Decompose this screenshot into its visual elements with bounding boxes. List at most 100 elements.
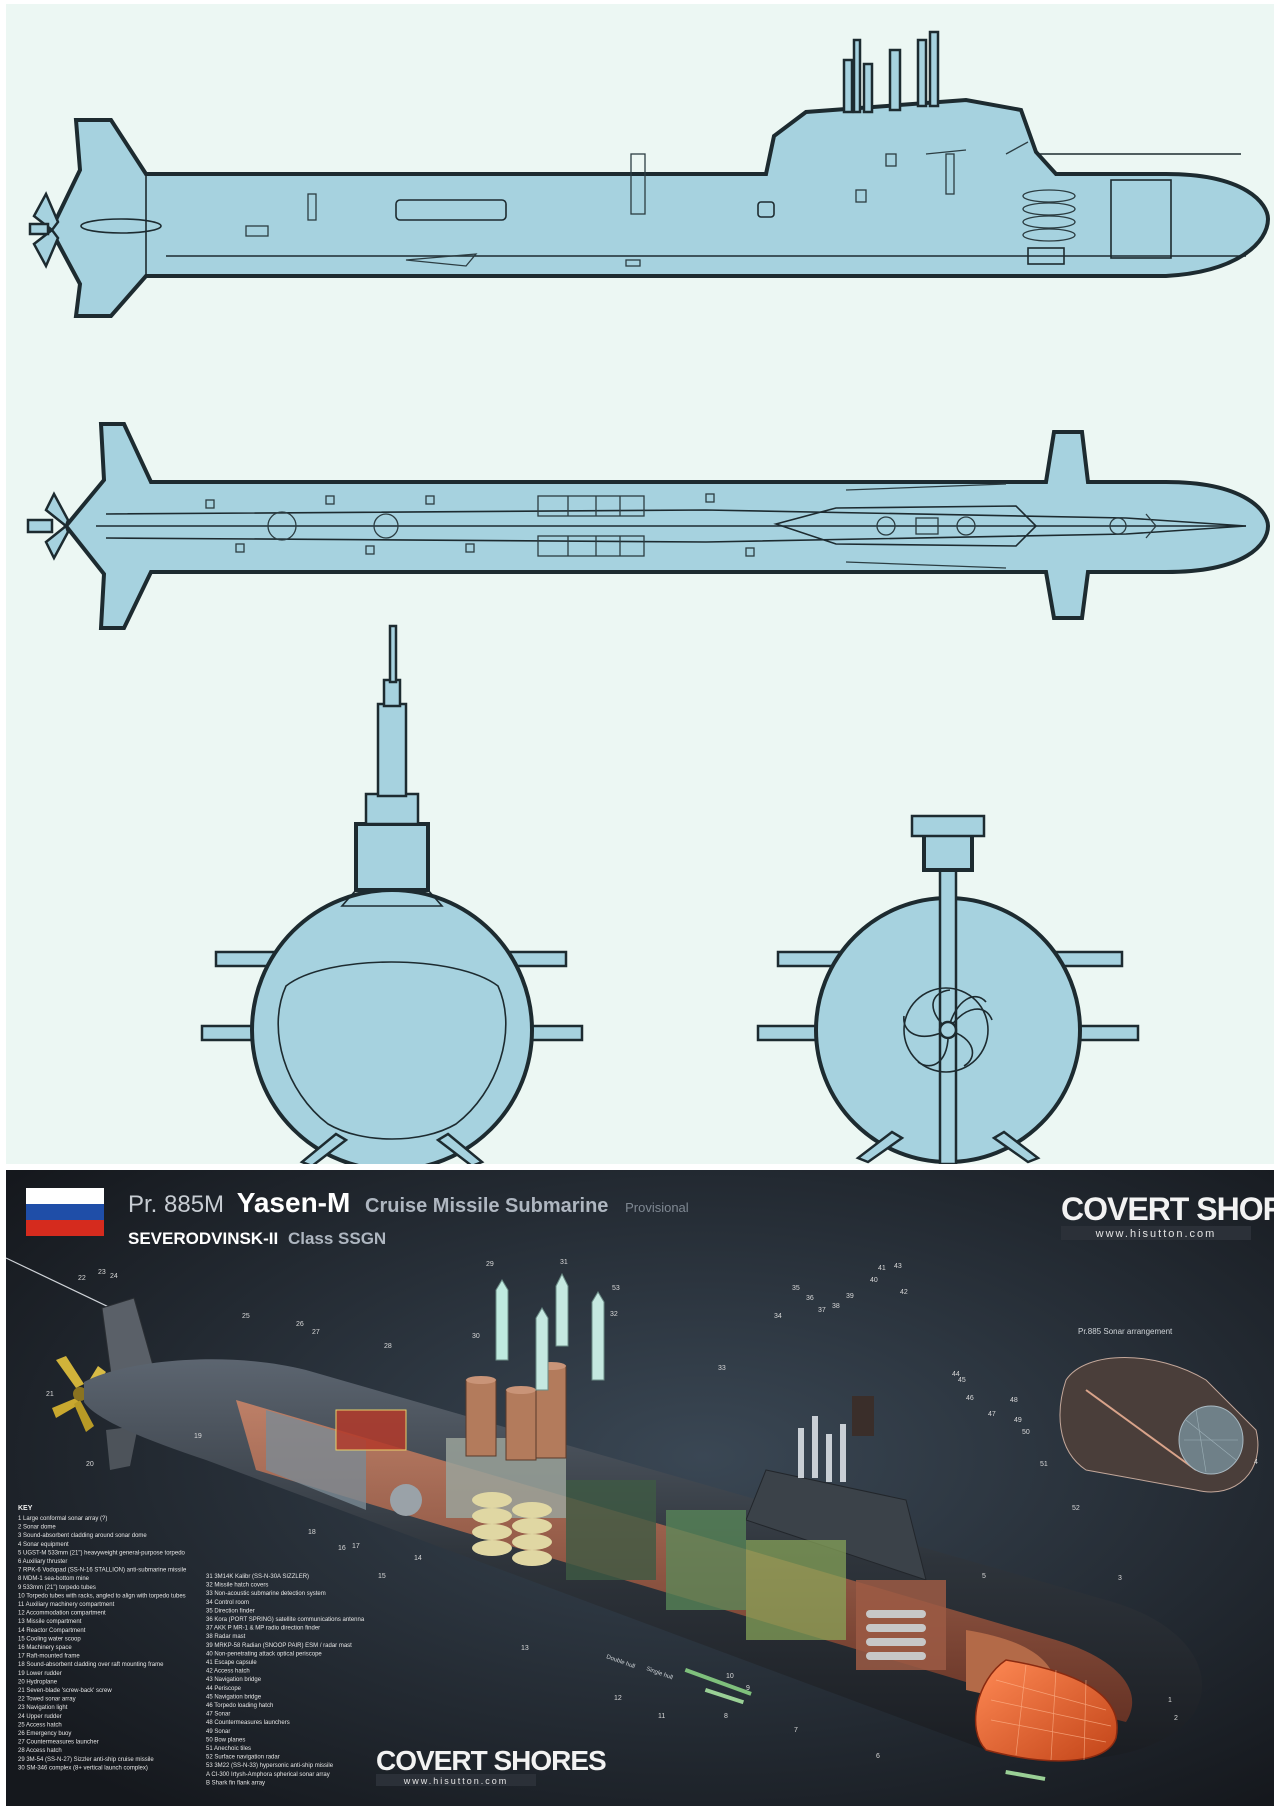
callout-number: 32 bbox=[610, 1311, 618, 1318]
key-column-2: 31 3M14K Kalibr (SS-N-30A SIZZLER) 32 Mis… bbox=[206, 1574, 365, 1786]
callout-number: 19 bbox=[194, 1433, 202, 1440]
callout-number: 43 bbox=[894, 1263, 902, 1270]
key-entry: 43 Navigation bridge bbox=[206, 1677, 262, 1683]
cutaway-submarine bbox=[52, 1297, 1202, 1762]
brand-url-top: www.hisutton.com bbox=[1095, 1228, 1217, 1240]
brand-name-top: COVERT SHORES bbox=[1061, 1191, 1274, 1227]
key-entry: 18 Sound-absorbent cladding over raft mo… bbox=[18, 1662, 164, 1668]
callout-number: 33 bbox=[718, 1365, 726, 1372]
flag-stripe-blue bbox=[26, 1204, 104, 1220]
key-entry: 53 3M22 (SS-N-33) hypersonic anti-ship m… bbox=[206, 1763, 334, 1769]
key-entry: B Shark fin flank array bbox=[206, 1780, 265, 1786]
flag-stripe-red bbox=[26, 1220, 104, 1236]
key-entry: 37 AKK P MR-1 & MP radio direction finde… bbox=[206, 1626, 320, 1632]
key-entry: 33 Non-acoustic submarine detection syst… bbox=[206, 1591, 326, 1597]
inset-caption: Pr.885 Sonar arrangement bbox=[1078, 1327, 1173, 1336]
key-entry: 52 Surface navigation radar bbox=[206, 1755, 280, 1761]
bow-on-view bbox=[200, 624, 584, 1164]
callout-number: 9 bbox=[746, 1685, 750, 1692]
callout-number: 23 bbox=[98, 1269, 106, 1276]
callout-number: 47 bbox=[988, 1411, 996, 1418]
key-entry: 31 3M14K Kalibr (SS-N-30A SIZZLER) bbox=[206, 1574, 309, 1580]
callout-number: 28 bbox=[384, 1343, 392, 1350]
key-entry: 30 SM-346 complex (8+ vertical launch co… bbox=[18, 1765, 148, 1771]
callout-number: 13 bbox=[521, 1645, 529, 1652]
key-entry: 15 Cooling water scoop bbox=[18, 1636, 81, 1642]
callout-number: 38 bbox=[832, 1303, 840, 1310]
sail-masts bbox=[842, 30, 940, 114]
flag-stripe-white bbox=[26, 1188, 104, 1204]
title-block: Pr. 885M Yasen-M Cruise Missile Submarin… bbox=[26, 1187, 689, 1248]
key-entry: 14 Reactor Compartment bbox=[18, 1628, 86, 1634]
side-profile-view bbox=[28, 30, 1271, 318]
project-number: Pr. 885M bbox=[128, 1191, 224, 1218]
class-name: SEVERODVINSK-II bbox=[128, 1229, 278, 1248]
callout-number: 14 bbox=[414, 1555, 422, 1562]
key-entry: 5 UGST-M 533mm (21") heavyweight general… bbox=[18, 1550, 186, 1556]
key-entry: 8 MDM-1 sea-bottom mine bbox=[18, 1576, 90, 1582]
callout-number: 3 bbox=[1118, 1575, 1122, 1582]
cutaway-illustration: Pr. 885M Yasen-M Cruise Missile Submarin… bbox=[6, 1170, 1274, 1806]
key-entry: 11 Auxiliary machinery compartment bbox=[18, 1602, 115, 1608]
callout-number: 15 bbox=[378, 1573, 386, 1580]
key-entry: 45 Navigation bridge bbox=[206, 1694, 262, 1700]
key-column-1: 1 Large conformal sonar array (?) 2 Sonar… bbox=[18, 1516, 187, 1771]
callout-number: 17 bbox=[352, 1543, 360, 1550]
key-entry: 2 Sonar dome bbox=[18, 1525, 56, 1531]
key-entry: 42 Access hatch bbox=[206, 1669, 250, 1675]
key-entry: 17 Raft-mounted frame bbox=[18, 1654, 80, 1660]
propeller-plan bbox=[26, 491, 70, 561]
torpedoes bbox=[684, 1668, 1046, 1781]
key-entry: 10 Torpedo tubes with racks, angled to a… bbox=[18, 1593, 186, 1599]
key-entry: 47 Sonar bbox=[206, 1712, 230, 1718]
callout-number: 53 bbox=[612, 1285, 620, 1292]
key-entry: 4 Sonar equipment bbox=[18, 1542, 69, 1548]
callout-number: 50 bbox=[1022, 1429, 1030, 1436]
callout-number: 2 bbox=[1174, 1715, 1178, 1722]
submarine-name: Yasen-M bbox=[237, 1187, 351, 1218]
key-entry: 29 3M-54 (SS-N-27) Sizzler anti-ship cru… bbox=[18, 1757, 154, 1763]
callout-number: 46 bbox=[966, 1395, 974, 1402]
key-title: KEY bbox=[18, 1505, 33, 1512]
callout-number: 48 bbox=[1010, 1397, 1018, 1404]
submarine-type: Cruise Missile Submarine bbox=[365, 1195, 608, 1217]
callout-number: 18 bbox=[308, 1529, 316, 1536]
class-suffix: Class SSGN bbox=[288, 1229, 386, 1248]
callout-number: 11 bbox=[658, 1713, 665, 1720]
key-entry: 46 Torpedo loading hatch bbox=[206, 1703, 273, 1709]
callout-number: 20 bbox=[86, 1461, 94, 1468]
callout-number: 1 bbox=[1168, 1697, 1172, 1704]
key-entry: 35 Direction finder bbox=[206, 1608, 255, 1614]
key-entry: 21 Seven-blade 'screw-back' screw bbox=[18, 1688, 112, 1694]
key-entry: 3 Sound-absorbent cladding around sonar … bbox=[18, 1533, 147, 1539]
key-entry: 36 Kora (PORT SPRING) satellite communic… bbox=[206, 1617, 365, 1623]
key-entry: 16 Machinery space bbox=[18, 1645, 72, 1651]
callout-number: 52 bbox=[1072, 1505, 1080, 1512]
key-entry: 19 Lower rudder bbox=[18, 1671, 62, 1677]
callout-number: 16 bbox=[338, 1545, 346, 1552]
callout-number: 12 bbox=[614, 1695, 622, 1702]
callout-number: 34 bbox=[774, 1313, 782, 1320]
callout-number: 45 bbox=[958, 1377, 966, 1384]
key-entry: 32 Missile hatch covers bbox=[206, 1583, 268, 1589]
key-entry: 50 Bow planes bbox=[206, 1737, 245, 1743]
callout-numbers: 2223242526272829303132333435363738394041… bbox=[46, 1259, 1258, 1760]
plan-view bbox=[26, 422, 1271, 630]
callout-number: 51 bbox=[1040, 1461, 1048, 1468]
callout-number: 29 bbox=[486, 1261, 494, 1268]
callout-number: 41 bbox=[878, 1265, 886, 1272]
key-entry: 22 Towed sonar array bbox=[18, 1697, 76, 1703]
propeller-side bbox=[28, 191, 60, 269]
key-entry: 1 Large conformal sonar array (?) bbox=[18, 1516, 107, 1522]
callout-number: 8 bbox=[724, 1713, 728, 1720]
callout-number: 26 bbox=[296, 1321, 304, 1328]
key-entry: 26 Emergency buoy bbox=[18, 1731, 71, 1737]
callout-number: 30 bbox=[472, 1333, 480, 1340]
key-entry: 23 Navigation light bbox=[18, 1705, 68, 1711]
status-label: Provisional bbox=[625, 1200, 689, 1215]
callout-number: 4 bbox=[1254, 1459, 1258, 1466]
key-entry: 49 Sonar bbox=[206, 1729, 230, 1735]
key-entry: 25 Access hatch bbox=[18, 1722, 62, 1728]
key-entry: 48 Countermeasures launchers bbox=[206, 1720, 290, 1726]
